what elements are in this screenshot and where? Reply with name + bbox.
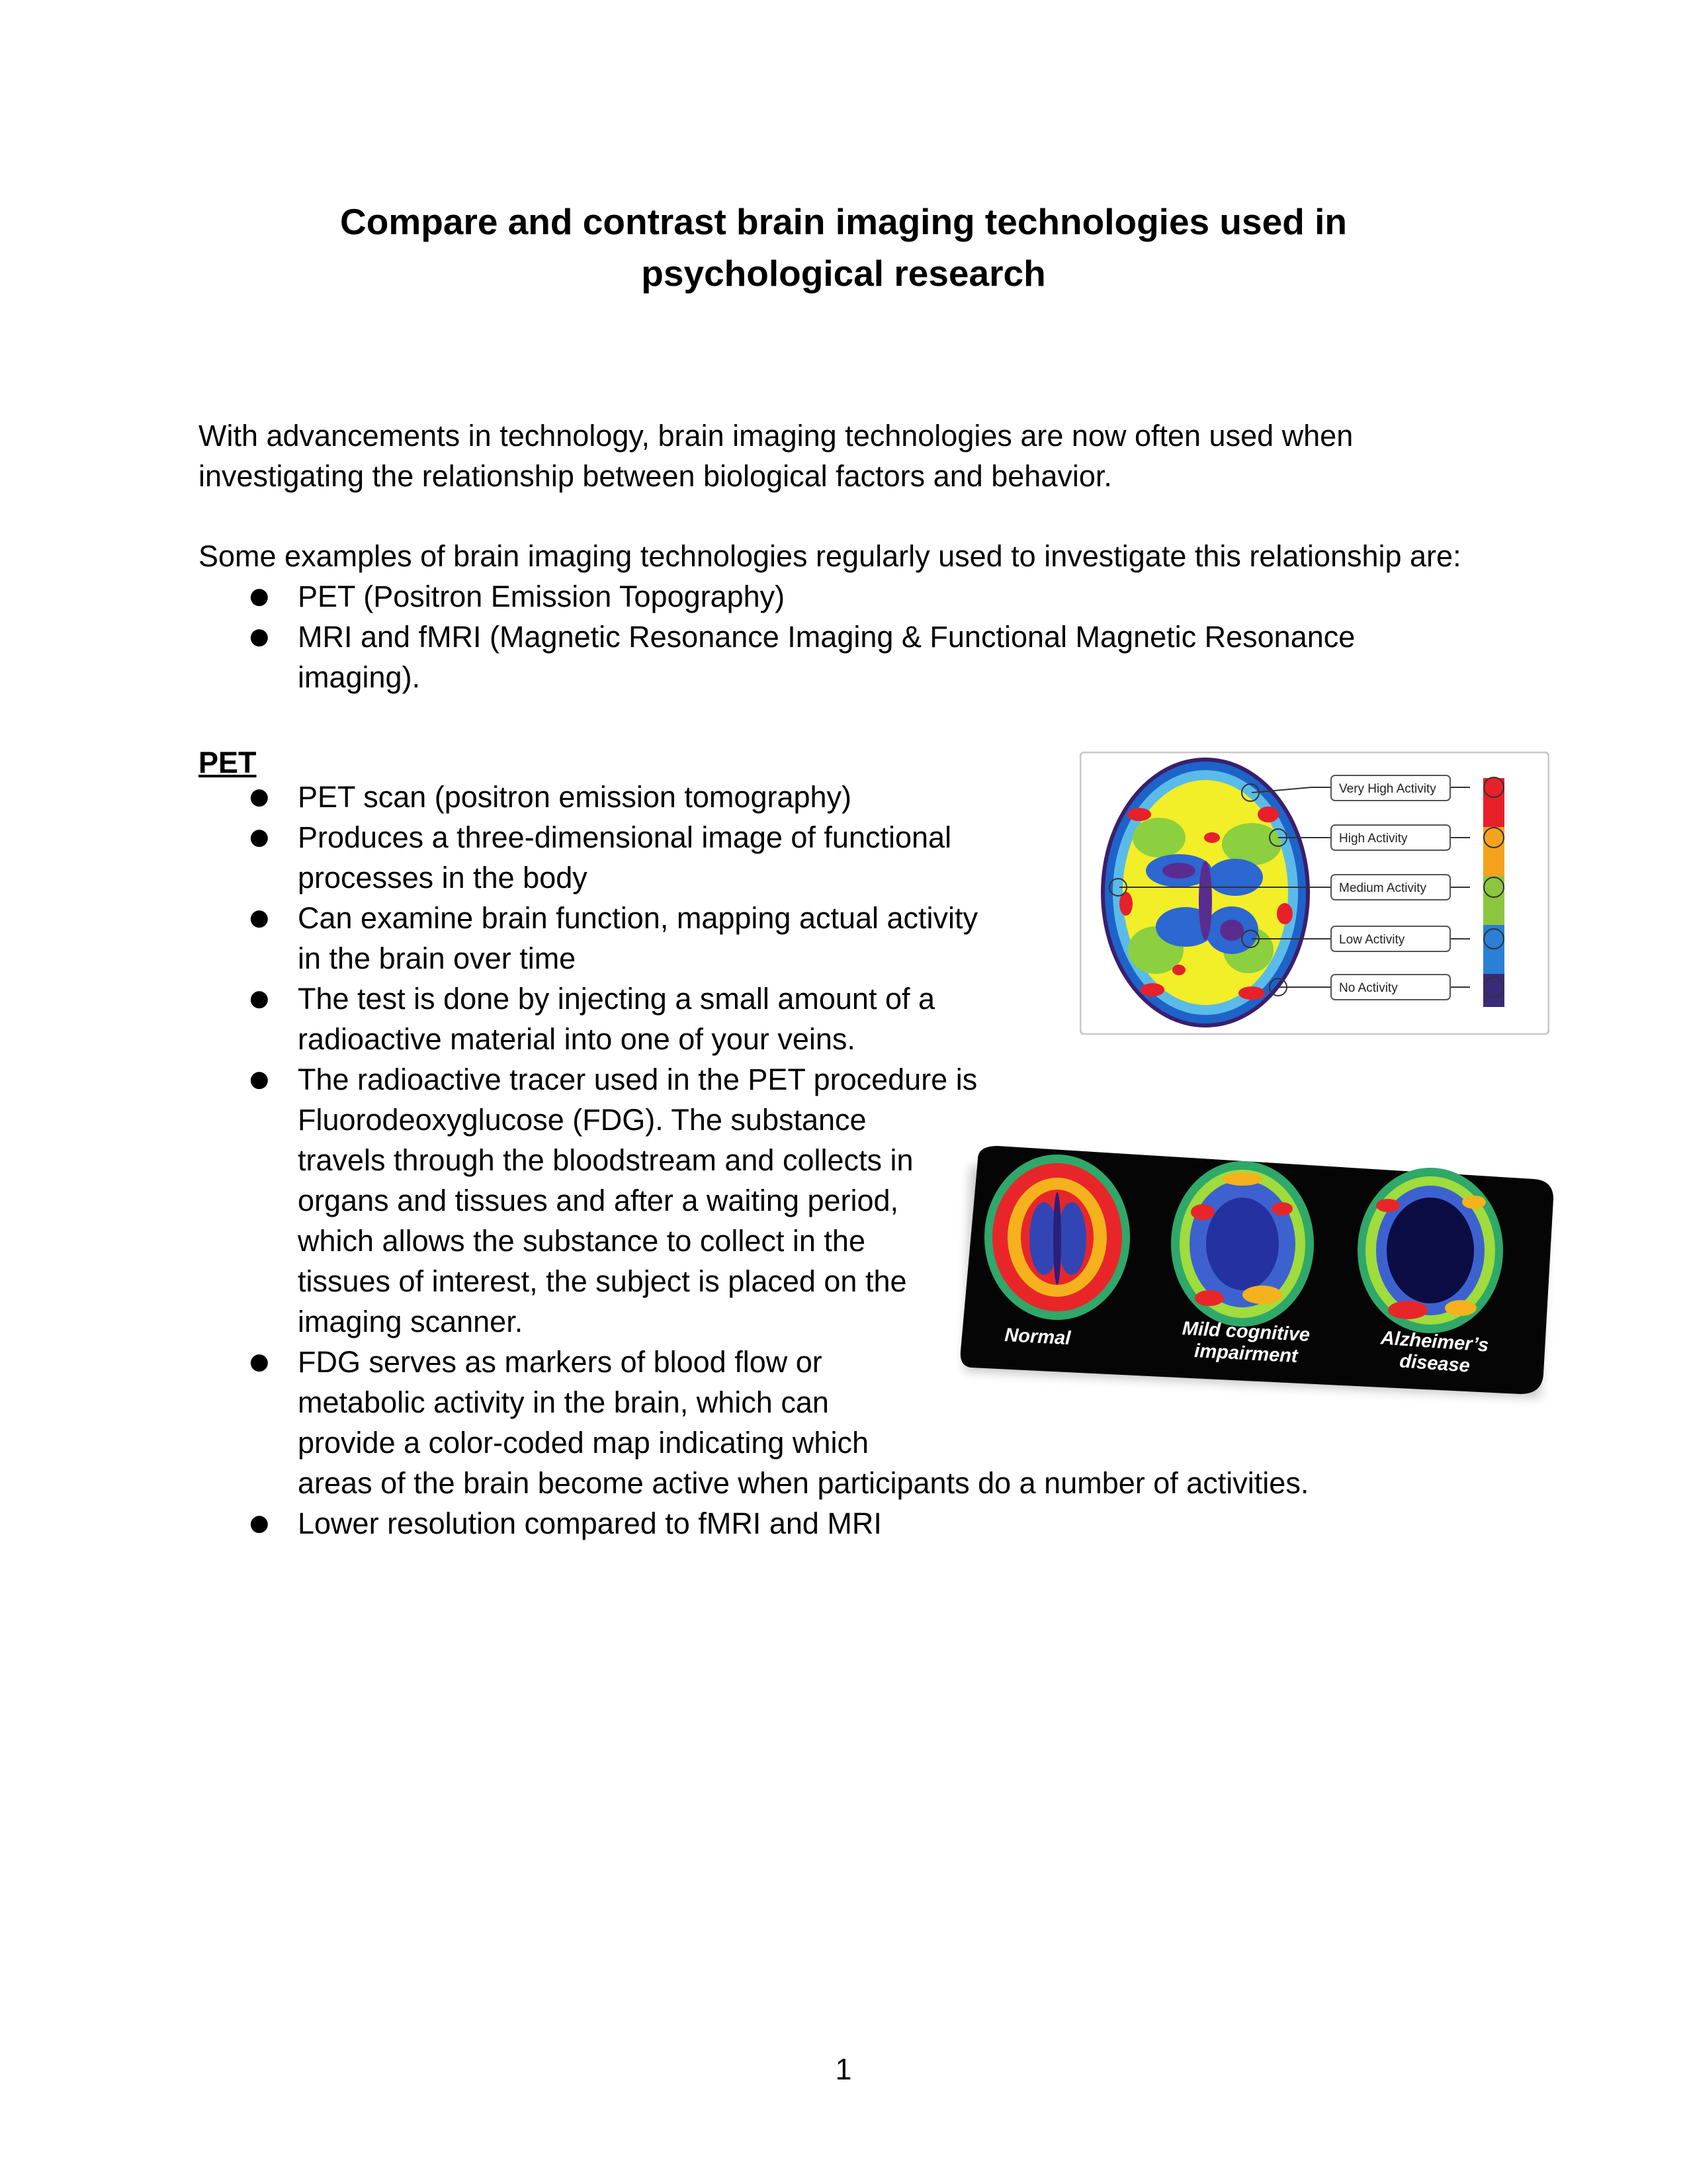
list-item: The test is done by injecting a small am… <box>198 979 1522 1059</box>
list-item: Can examine brain function, mapping actu… <box>198 898 1522 979</box>
scan-normal <box>984 1155 1130 1320</box>
list-item: PET (Positron Emission Topography) <box>198 576 1522 617</box>
list-item: Produces a three-dimensional image of fu… <box>198 817 1522 898</box>
intro-line-1: With advancements in technology, brain i… <box>198 419 1354 453</box>
label-very-high-activity: Very High Activity <box>1339 782 1436 796</box>
list-item: The radioactive tracer used in the PET p… <box>198 1059 1522 1342</box>
title-line-2: psychological research <box>641 253 1046 294</box>
list-item: MRI and fMRI (Magnetic Resonance Imaging… <box>198 617 1522 697</box>
document-title: Compare and contrast brain imaging techn… <box>198 196 1489 299</box>
pet-heading: PET <box>198 746 257 779</box>
pet-activity-map-figure: Very High Activity High Activity Medium … <box>1080 752 1549 1035</box>
examples-list: PET (Positron Emission Topography) MRI a… <box>198 576 1522 697</box>
label-no-activity: No Activity <box>1339 981 1398 995</box>
pet-bullet-list: PET scan (positron emission tomography) … <box>198 777 1522 1544</box>
intro-line-2: investigating the relationship between b… <box>198 459 1112 493</box>
activity-scale-bar <box>1483 778 1504 1007</box>
pet-comparison-figure: Normal Mild cognitive impairment Alzheim… <box>960 1146 1553 1397</box>
page-number: 1 <box>835 2052 852 2086</box>
brain-activity-scan <box>1101 758 1310 1027</box>
title-line-1: Compare and contrast brain imaging techn… <box>340 201 1347 242</box>
label-normal: Normal <box>1004 1325 1072 1349</box>
list-item: PET scan (positron emission tomography) <box>198 777 1522 817</box>
list-item: Lower resolution compared to fMRI and MR… <box>198 1503 1522 1544</box>
label-low-activity: Low Activity <box>1339 933 1405 947</box>
scan-alzheimers-disease <box>1358 1168 1503 1333</box>
list-item: FDG serves as markers of blood flow orme… <box>198 1342 1522 1503</box>
scan-mild-cognitive-impairment <box>1171 1161 1314 1327</box>
label-high-activity: High Activity <box>1339 832 1408 846</box>
intro-paragraph: With advancements in technology, brain i… <box>198 415 1522 496</box>
label-medium-activity: Medium Activity <box>1339 881 1426 895</box>
examples-lead: Some examples of brain imaging technolog… <box>198 539 1461 573</box>
label-alzheimers-line-2: disease <box>1399 1350 1470 1376</box>
